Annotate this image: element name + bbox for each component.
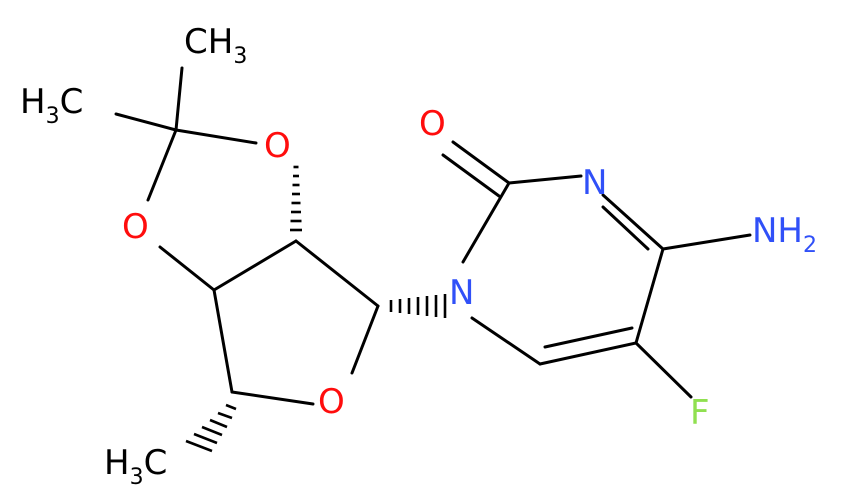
hash-line xyxy=(225,403,237,411)
hash-line xyxy=(193,432,218,445)
oxygen-dioxolane-top: O xyxy=(264,126,291,166)
bond xyxy=(470,316,542,366)
bond xyxy=(174,66,184,132)
bond xyxy=(543,326,634,349)
bond xyxy=(538,341,638,366)
bond xyxy=(158,245,216,292)
bond xyxy=(601,193,665,251)
nitrogen-lower: N xyxy=(449,273,474,313)
fluorine-label: F xyxy=(690,393,710,433)
methyl-top-label: CH3 xyxy=(184,22,247,69)
bond xyxy=(634,341,693,399)
oxygen-ring: O xyxy=(318,382,345,422)
bond xyxy=(212,288,234,394)
bond xyxy=(441,153,501,198)
bond xyxy=(350,304,380,375)
bond xyxy=(507,174,583,185)
bond xyxy=(461,181,511,264)
atom-labels: CH3 H3C O O O H3C O N N NH2 F xyxy=(20,22,817,490)
oxygen-dioxolane-left: O xyxy=(122,207,149,247)
oxygen-carbonyl: O xyxy=(419,104,446,144)
bond xyxy=(212,239,298,292)
bond xyxy=(634,247,665,345)
methyl-bottom-label: H3C xyxy=(104,443,167,490)
hash-line xyxy=(185,439,213,453)
bond xyxy=(601,205,650,251)
double-bonds xyxy=(441,140,650,366)
methyl-left-label: H3C xyxy=(20,82,83,129)
single-bonds xyxy=(114,66,752,406)
amine-label: NH2 xyxy=(752,211,817,258)
bond xyxy=(661,233,752,251)
bond xyxy=(230,390,315,406)
bond xyxy=(294,239,380,308)
bond xyxy=(114,112,178,132)
hash-line xyxy=(201,425,223,437)
bond xyxy=(451,140,511,185)
nitrogen-upper: N xyxy=(582,163,607,203)
hashed-wedge-bonds xyxy=(185,165,447,453)
hash-line xyxy=(217,411,233,420)
bond xyxy=(146,128,178,202)
bond xyxy=(174,128,258,145)
hash-line xyxy=(209,418,228,429)
